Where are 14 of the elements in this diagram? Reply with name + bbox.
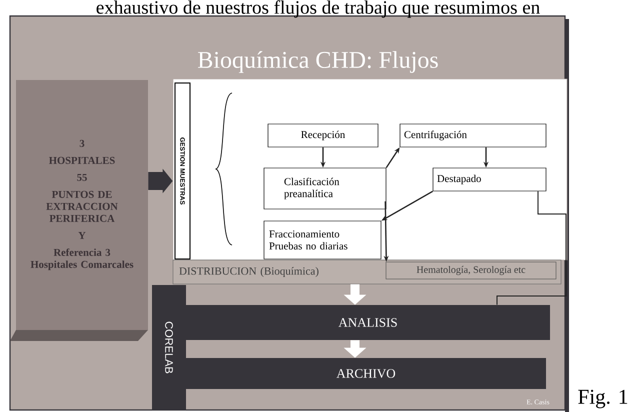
corelab-bar: CORELAB — [152, 285, 186, 410]
process-box: Fraccionamiento Pruebas no diarias — [264, 220, 382, 260]
node-label: CORELAB — [165, 322, 173, 374]
process-box: Destapado — [432, 168, 546, 192]
process-box: Clasificación preanalítica — [264, 168, 386, 210]
source-box: 3 HOSPITALES 55 PUNTOS DE EXTRACCION PERIFERICA Y Referencia 3 Hospitales Comarcales — [16, 80, 148, 330]
node-label: ARCHIVO — [336, 369, 396, 378]
process-box: Centrifugación — [400, 124, 546, 148]
title: Bioquímica CHD: Flujos — [198, 51, 438, 73]
node-label: ANALISIS — [338, 318, 397, 327]
figure-label: Fig. 1 — [578, 390, 628, 408]
process-box: Recepción — [268, 124, 378, 148]
cut-off-text: exhaustivo de nuestros flujos de trabajo que resumimos en — [96, 0, 540, 18]
department-box: Hematología, Serología etc — [386, 262, 556, 280]
